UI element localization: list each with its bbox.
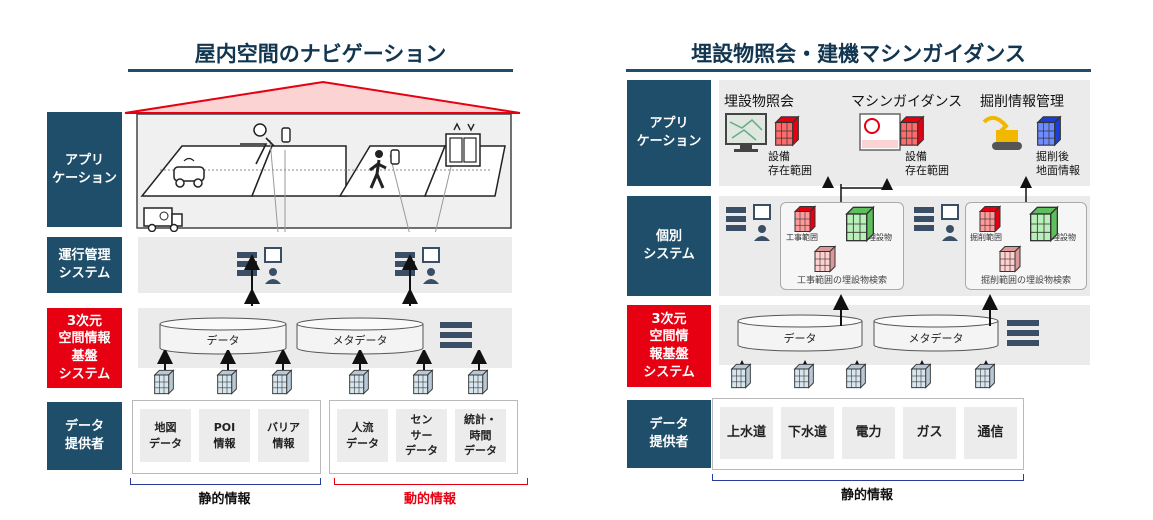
voxel-cube-icon xyxy=(153,369,175,395)
metadata-cylinder xyxy=(873,314,999,352)
voxel-cube-icon xyxy=(845,363,867,389)
database-cylinder xyxy=(159,317,287,355)
green-voxel-icon xyxy=(845,205,875,243)
metadata-label: メタデータ xyxy=(332,334,388,347)
tile-utility-1: 下水道 xyxy=(781,407,834,459)
left-title: 屋内空間のナビゲーション xyxy=(194,42,447,66)
left-label-provider: データ 提供者 xyxy=(47,402,122,470)
sys-left-caption: 工事範囲の埋設物検索 xyxy=(796,276,887,286)
right-static-bracket xyxy=(712,474,1024,481)
voxel-cube-icon xyxy=(467,369,489,395)
voxel-cube-icon xyxy=(412,369,434,395)
sys-left-tag-b: 地下埋設物 xyxy=(852,233,892,242)
sys-right-caption: 掘削範囲の埋設物検索 xyxy=(980,276,1071,286)
app-note-1: 設備 存在範囲 xyxy=(768,150,812,178)
red-voxel-icon xyxy=(899,115,925,147)
voxel-cube-icon xyxy=(348,369,370,395)
green-voxel-icon xyxy=(1029,205,1059,243)
right-static-label: 静的情報 xyxy=(840,488,893,503)
excavator-icon xyxy=(982,115,1022,150)
sys-left-frame xyxy=(780,202,904,290)
left-ops-band xyxy=(138,237,512,293)
server-rack-icon xyxy=(440,322,472,348)
voxel-cube-icon xyxy=(793,363,815,389)
right-title: 埋設物照会・建機マシンガイダンス xyxy=(691,42,1026,66)
tile-utility-4: 通信 xyxy=(964,407,1017,459)
voxel-cube-icon xyxy=(271,369,293,395)
right-label-sys: 個別 システム xyxy=(627,196,711,296)
tile-utility-0: 上水道 xyxy=(720,407,773,459)
pedestrian-icon xyxy=(369,149,400,189)
right-title-underline xyxy=(626,69,1091,72)
database-label: データ xyxy=(206,334,240,347)
sys-left-tag-a: 工事範囲 xyxy=(786,233,818,242)
monitor-map-icon xyxy=(725,113,767,152)
desk-worker-icon xyxy=(240,123,291,165)
right-connectors xyxy=(734,176,1032,385)
robot-icon xyxy=(173,157,205,188)
red-voxel-icon xyxy=(774,115,800,147)
server-icon xyxy=(914,204,959,241)
tile-utility-2: 電力 xyxy=(842,407,895,459)
blue-voxel-icon xyxy=(1036,115,1062,147)
delivery-truck-icon xyxy=(143,207,183,232)
server-icon xyxy=(726,204,771,241)
static-bracket xyxy=(130,478,321,485)
tile-people-flow: 人流 データ xyxy=(337,409,388,462)
tile-utility-3: ガス xyxy=(903,407,956,459)
metadata-label: メタデータ xyxy=(908,332,964,345)
app-note-3: 掘削後 地面情報 xyxy=(1036,150,1080,178)
guidance-screen-icon xyxy=(859,113,901,151)
metadata-cylinder xyxy=(296,317,424,355)
left-cube-arrows xyxy=(157,350,487,372)
app-title-buried-query: 埋設物照会 xyxy=(724,94,794,110)
elevator-icon xyxy=(445,122,481,167)
tile-barrier: バリア 情報 xyxy=(258,409,309,462)
mixed-voxel-icon xyxy=(998,245,1022,273)
mixed-voxel-icon xyxy=(813,245,837,273)
left-connectors xyxy=(244,254,418,306)
app-title-machine-guidance: マシンガイダンス xyxy=(851,94,963,110)
voxel-cube-icon xyxy=(216,369,238,395)
database-cylinder xyxy=(737,314,863,352)
server-rack-icon xyxy=(1007,320,1039,346)
tile-sensor: セン サー データ xyxy=(396,409,447,462)
right-label-app: アプリ ケーション xyxy=(627,80,711,186)
red-voxel-icon xyxy=(978,205,1002,233)
tile-map-data: 地図 データ xyxy=(140,409,191,462)
red-voxel-icon xyxy=(793,205,817,233)
app-title-excavation: 掘削情報管理 xyxy=(980,94,1064,110)
dynamic-label: 動的情報 xyxy=(403,492,456,507)
left-label-platform: 3次元 空間情報 基盤 システム xyxy=(47,308,122,388)
sys-right-tag-a: 掘削範囲 xyxy=(970,233,1002,242)
left-label-ops: 運行管理 システム xyxy=(47,237,122,293)
tile-poi: POI 情報 xyxy=(199,409,250,462)
voxel-cube-icon xyxy=(974,363,996,389)
app-note-2: 設備 存在範囲 xyxy=(905,150,949,178)
sys-right-tag-b: 地下埋設物 xyxy=(1036,233,1076,242)
voxel-cube-icon xyxy=(730,363,752,389)
database-label: データ xyxy=(783,332,817,345)
left-label-app: アプリ ケーション xyxy=(47,112,122,227)
right-label-platform: 3次元 空間情 報基盤 システム xyxy=(627,305,711,387)
right-label-provider: データ 提供者 xyxy=(627,400,711,468)
tile-statistics: 統計・ 時間 データ xyxy=(455,409,506,462)
voxel-cube-icon xyxy=(910,363,932,389)
dynamic-bracket xyxy=(334,478,528,485)
left-title-underline xyxy=(128,69,513,72)
static-label: 静的情報 xyxy=(198,492,251,507)
